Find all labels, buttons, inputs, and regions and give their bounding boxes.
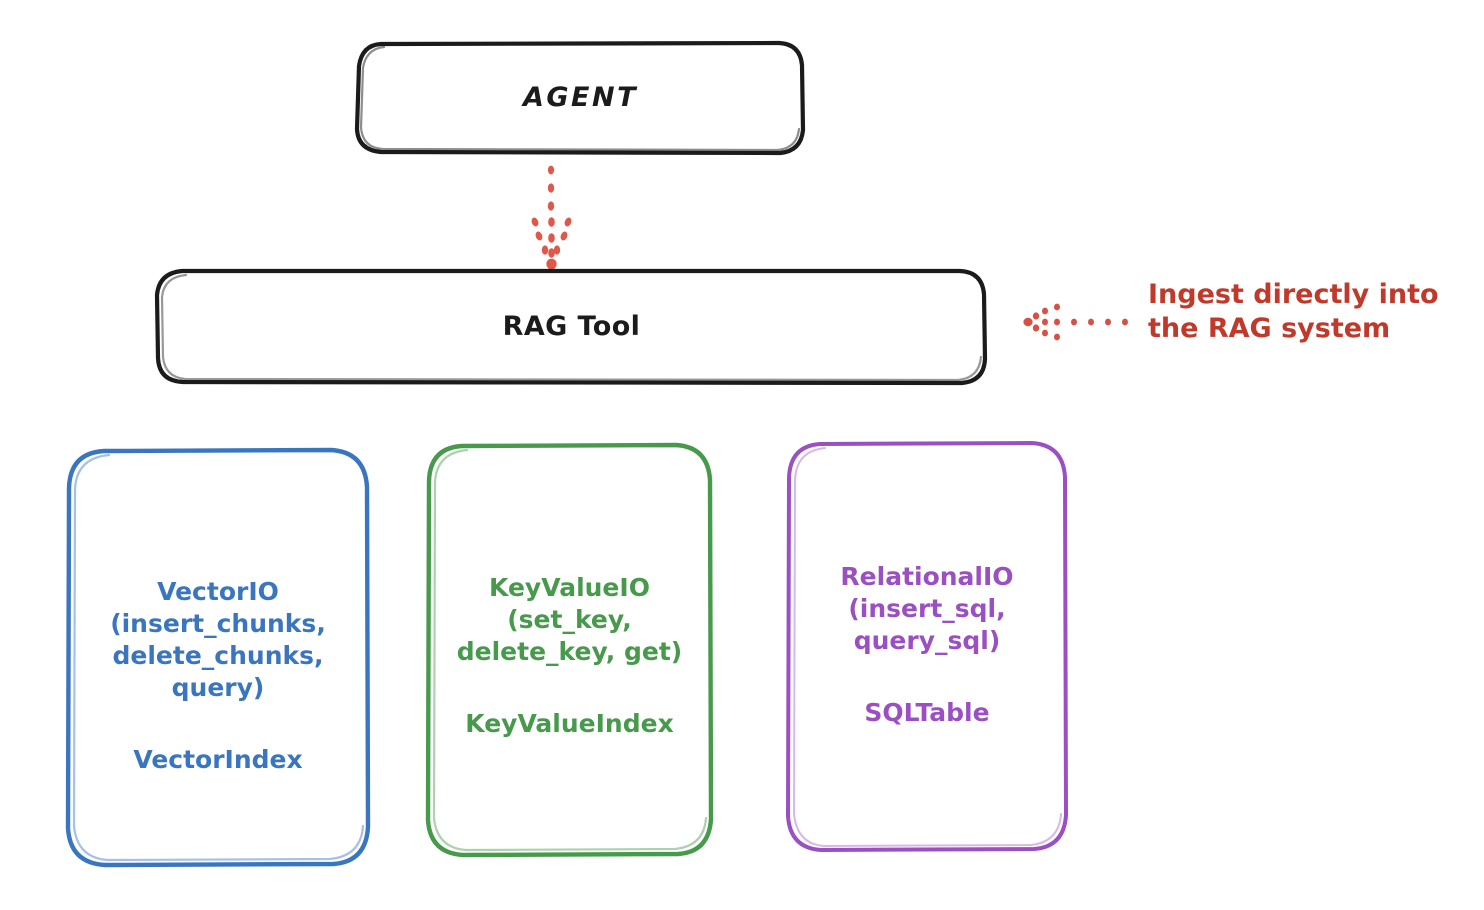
- node-vector-io[interactable]: VectorIO (insert_chunks, delete_chunks, …: [68, 450, 368, 865]
- relational-io-box-stroke: [786, 441, 1068, 852]
- rag-tool-label: RAG Tool: [502, 310, 641, 342]
- sql-table-label: SQLTable: [864, 697, 990, 727]
- node-relational-io[interactable]: RelationalIO (insert_sql, query_sql) SQL…: [788, 443, 1066, 850]
- ingest-connector-stroke: [1023, 303, 1128, 341]
- node-key-value-io[interactable]: KeyValueIO (set_key, delete_key, get) Ke…: [428, 445, 711, 855]
- node-rag-tool[interactable]: RAG Tool: [157, 270, 986, 383]
- agent-label: AGENT: [522, 81, 638, 113]
- key-value-io-box-stroke: [425, 442, 714, 858]
- agent-to-rag-connector-stroke: [531, 165, 572, 270]
- agent-box-stroke: [354, 40, 806, 156]
- ingest-annotation-text: Ingest directly into the RAG system: [1148, 279, 1439, 344]
- rag-tool-box-stroke: [154, 268, 988, 386]
- key-value-io-api-label: KeyValueIO (set_key, delete_key, get): [456, 573, 683, 666]
- node-agent[interactable]: AGENT: [357, 42, 804, 153]
- vector-index-label: VectorIndex: [133, 744, 303, 774]
- vector-io-box-stroke: [65, 447, 371, 868]
- vector-io-api-label: VectorIO (insert_chunks, delete_chunks, …: [110, 576, 326, 702]
- relational-io-content: RelationalIO (insert_sql, query_sql) SQL…: [840, 561, 1013, 729]
- relational-io-api-label: RelationalIO (insert_sql, query_sql): [840, 561, 1014, 655]
- vector-io-content: VectorIO (insert_chunks, delete_chunks, …: [110, 576, 326, 776]
- key-value-io-content: KeyValueIO (set_key, delete_key, get) Ke…: [457, 572, 682, 740]
- key-value-index-label: KeyValueIndex: [465, 709, 674, 738]
